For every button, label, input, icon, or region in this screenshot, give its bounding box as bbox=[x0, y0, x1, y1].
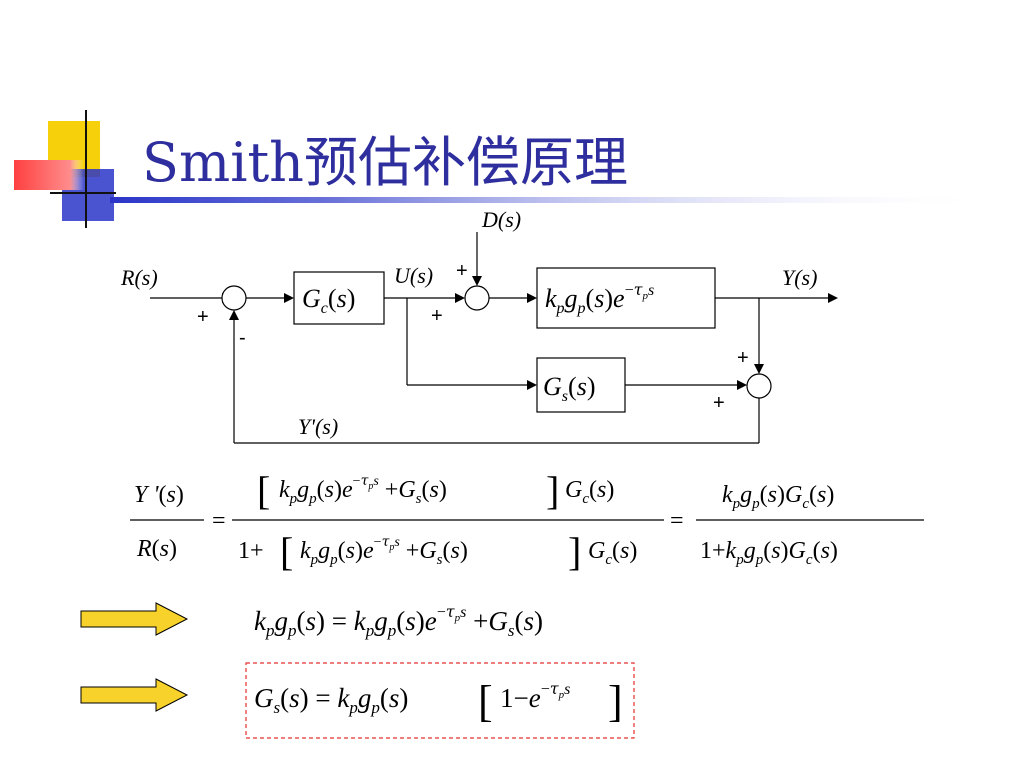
result-bracket-content: 1−e−τps bbox=[500, 679, 570, 713]
arrowhead bbox=[828, 293, 838, 303]
reference-label: R(s) bbox=[120, 265, 158, 290]
result-bracket-right: ] bbox=[608, 677, 623, 726]
right-arrow-icon bbox=[80, 602, 189, 636]
arrowhead bbox=[754, 364, 764, 374]
controller-block bbox=[293, 271, 385, 325]
condition-text: kpgp(s) = kpgp(s)e−τps +Gs(s) bbox=[254, 602, 543, 640]
diagram-labels: R(s) D(s) U(s) Y(s) Y'(s) bbox=[120, 207, 817, 439]
arrowhead bbox=[284, 293, 294, 303]
predictor-text: Gs(s) bbox=[543, 372, 595, 405]
title-underline bbox=[110, 197, 990, 203]
closed-loop-equation: Y '(s) R(s) = [ kpgp(s)e−τps +Gs(s) ] Gc… bbox=[130, 468, 924, 574]
rhs-denominator: 1+kpgp(s)Gc(s) bbox=[700, 538, 838, 568]
sign-plus: + bbox=[713, 392, 725, 414]
right-arrow-1 bbox=[80, 602, 189, 636]
feedback-label: Y'(s) bbox=[298, 414, 338, 439]
rhs-numerator: kpgp(s)Gc(s) bbox=[722, 482, 834, 512]
arrowhead bbox=[455, 293, 465, 303]
logo-red-bar bbox=[14, 160, 84, 190]
equals-sign: = bbox=[670, 508, 684, 534]
lhs-numerator: Y '(s) bbox=[134, 482, 184, 508]
plant-block bbox=[536, 267, 716, 329]
sign-plus: + bbox=[431, 305, 443, 327]
sign-plus: + bbox=[737, 347, 749, 369]
sum-junction-1 bbox=[221, 285, 247, 311]
sign-plus: + bbox=[456, 260, 468, 282]
output-label: Y(s) bbox=[782, 265, 817, 290]
controller-text: Gc(s) bbox=[302, 284, 355, 317]
decorative-logo bbox=[14, 110, 990, 228]
mid-bracket-left: [ bbox=[257, 468, 270, 513]
slide-title: Smith预估补偿原理 bbox=[142, 131, 628, 194]
arrowhead bbox=[737, 380, 747, 390]
condition-equation: kpgp(s) = kpgp(s)e−τps +Gs(s) bbox=[254, 602, 543, 640]
disturbance-label: D(s) bbox=[481, 207, 521, 232]
sign-plus: + bbox=[197, 306, 209, 328]
mid-den-bracket-right: ] bbox=[568, 529, 581, 574]
mid-den-bracket-left: [ bbox=[280, 529, 293, 574]
sum-junction-3 bbox=[746, 373, 772, 399]
arrowhead bbox=[472, 276, 482, 286]
right-arrow-icon bbox=[80, 678, 189, 712]
sum-junction-2 bbox=[464, 285, 490, 311]
mid-numerator-gc: Gc(s) bbox=[565, 477, 614, 507]
arrowhead bbox=[527, 293, 537, 303]
result-text: Gs(s) = kpgp(s) bbox=[254, 683, 408, 717]
sign-minus: - bbox=[239, 327, 246, 349]
mid-numerator: kpgp(s)e−τps +Gs(s) bbox=[279, 473, 447, 507]
control-label: U(s) bbox=[394, 263, 433, 288]
lhs-denominator: R(s) bbox=[136, 536, 177, 562]
junction-signs: + - + + + + bbox=[197, 260, 749, 414]
result-equation: Gs(s) = kpgp(s) [ 1−e−τps ] bbox=[254, 677, 623, 726]
block-diagram bbox=[150, 232, 838, 444]
result-bracket-left: [ bbox=[478, 677, 493, 726]
mid-denominator: kpgp(s)e−τps +Gs(s) bbox=[300, 534, 468, 568]
mid-denominator-one: 1+ bbox=[238, 538, 264, 564]
mid-denominator-gc: Gc(s) bbox=[588, 538, 637, 568]
mid-bracket-right: ] bbox=[546, 468, 559, 513]
arrowhead bbox=[527, 380, 537, 390]
equals-sign: = bbox=[212, 508, 226, 534]
arrowhead bbox=[229, 310, 239, 320]
right-arrow-2 bbox=[80, 678, 189, 712]
